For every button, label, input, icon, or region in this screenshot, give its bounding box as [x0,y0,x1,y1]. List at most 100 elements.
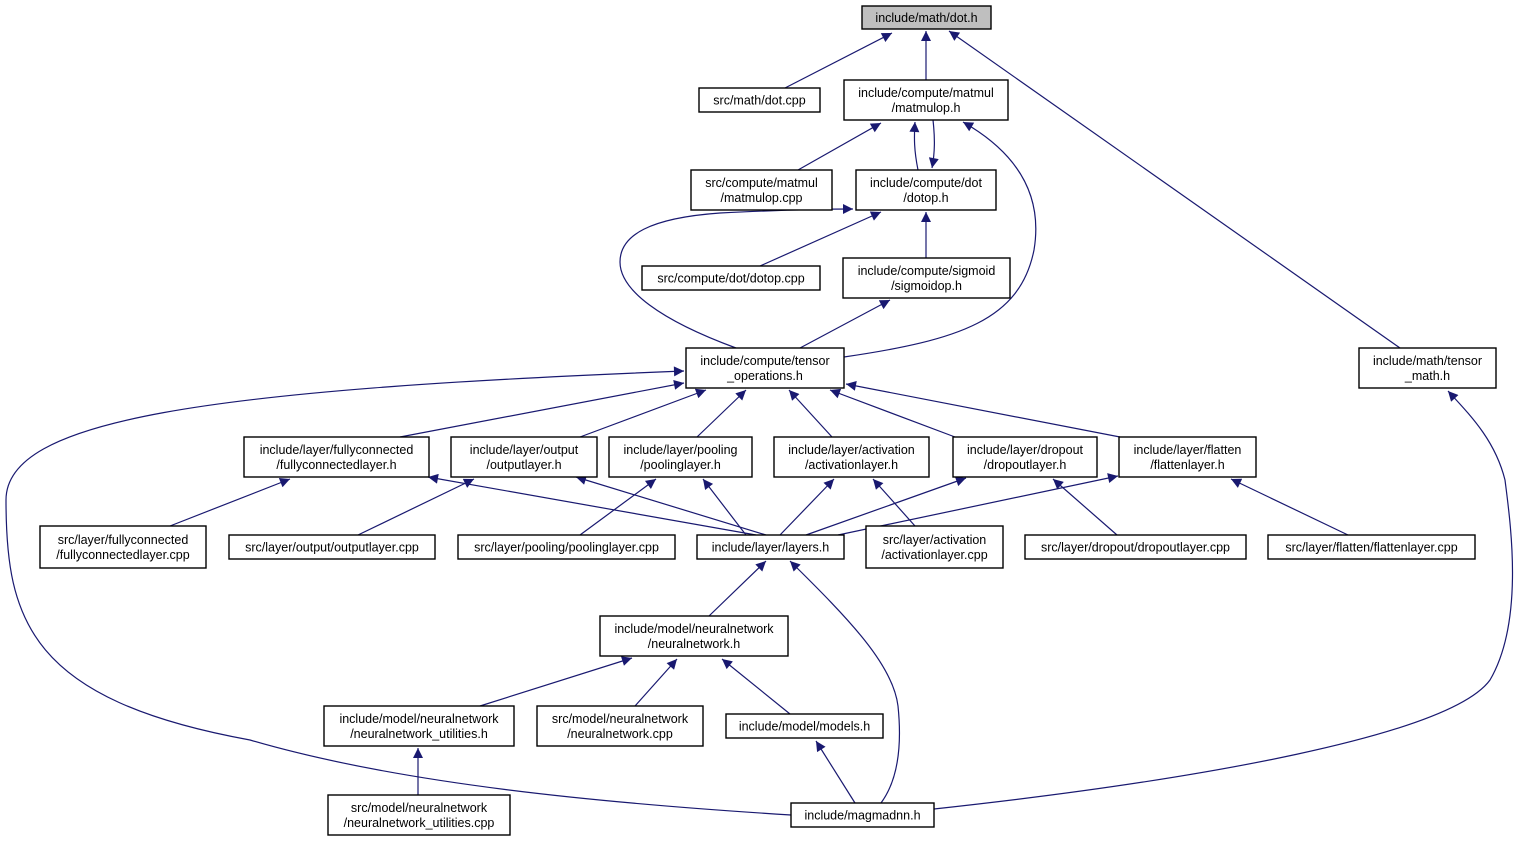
node-tensor-math-h[interactable]: include/math/tensor_math.h [1358,347,1497,389]
node-label-line: include/layer/fullyconnected [260,443,414,457]
node-tensor-ops-h[interactable]: include/compute/tensor_operations.h [685,347,845,389]
edge-line [789,560,900,804]
edge-line [805,476,967,536]
edge-line [708,560,767,617]
edge-line [1230,478,1349,536]
edge-tensor_ops_h-to-sigmoidop_h [799,299,891,349]
node-label-line: src/layer/pooling/poolinglayer.cpp [474,541,659,555]
edge-line [427,473,757,536]
node-models-h[interactable]: include/model/models.h [725,713,884,739]
edge-line [829,388,956,438]
node-label-line: include/layer/layers.h [712,541,829,555]
node-label-line: include/layer/dropout [967,443,1084,457]
node-label-line: include/model/neuralnetwork [339,712,499,726]
edge-models_h-to-nn_h [721,658,791,715]
node-label-line: /flattenlayer.h [1150,458,1224,472]
node-dropout-h[interactable]: include/layer/dropout/dropoutlayer.h [952,436,1098,478]
edge-line [575,475,767,536]
file-nodes: include/math/dot.h src/math/dot.cpp includ… [39,5,1497,836]
edge-dotop_h-to-matmulop_h [909,121,920,171]
node-flatten-h[interactable]: include/layer/flatten/flattenlayer.h [1118,436,1257,478]
node-label-line: include/model/neuralnetwork [614,622,774,636]
edge-line [779,478,835,536]
edge-dropout_cpp-to-dropout_h [1052,478,1118,536]
edge-line [169,477,291,527]
edge-line [933,390,1514,810]
edge-line [784,32,893,89]
node-box [1267,534,1476,560]
edge-line [799,299,891,349]
node-box [1358,347,1497,389]
node-matmulop-h[interactable]: include/compute/matmul/matmulop.h [843,79,1009,121]
node-fc-cpp[interactable]: src/layer/fullyconnected/fullyconnectedl… [39,525,207,569]
edge-nn_cpp-to-nn_h [634,658,678,707]
node-sigmoidop-h[interactable]: include/compute/sigmoid/sigmoidop.h [842,257,1011,299]
node-box [698,87,821,113]
node-dropout-cpp[interactable]: src/layer/dropout/dropoutlayer.cpp [1024,534,1247,560]
node-pooling-cpp[interactable]: src/layer/pooling/poolinglayer.cpp [457,534,676,560]
edge-line [843,121,1037,358]
node-label-line: /dropoutlayer.h [984,458,1067,472]
node-box [861,5,992,30]
node-box [323,705,515,747]
edge-layers_h-to-activation_h [779,478,835,536]
edge-line [479,656,633,707]
edge-line [579,388,707,438]
node-label-line: include/layer/pooling [624,443,738,457]
node-box [536,705,704,747]
edge-line [5,366,792,816]
node-box [450,436,598,478]
node-output-h[interactable]: include/layer/output/outputlayer.h [450,436,598,478]
edge-flatten_cpp-to-flatten_h [1230,478,1349,536]
node-pooling-h[interactable]: include/layer/pooling/poolinglayer.h [608,436,753,478]
edge-pooling_h-to-tensor_ops_h [696,389,747,438]
node-box [725,713,884,739]
node-activation-cpp[interactable]: src/layer/activation/activationlayer.cpp [865,525,1004,569]
node-label-line: src/layer/fullyconnected [58,533,189,547]
node-label-line: include/compute/matmul [858,86,993,100]
node-flatten-cpp[interactable]: src/layer/flatten/flattenlayer.cpp [1267,534,1476,560]
node-nn-h[interactable]: include/model/neuralnetwork/neuralnetwor… [599,615,789,657]
node-label-line: /activationlayer.h [805,458,898,472]
node-label-line: /fullyconnectedlayer.cpp [56,548,189,562]
node-dot-cpp[interactable]: src/math/dot.cpp [698,87,821,113]
edge-nn_util_h-to-nn_h [479,656,633,707]
edge-layers_h-to-dropout_h [805,476,967,536]
edge-dropout_h-to-tensor_ops_h [829,388,956,438]
node-dotop-h[interactable]: include/compute/dot/dotop.h [855,169,997,211]
node-dot-h: include/math/dot.h [861,5,992,30]
edge-layers_h-to-output_h [575,475,767,536]
node-layers-h[interactable]: include/layer/layers.h [696,534,845,560]
node-label-line: /poolinglayer.h [640,458,721,472]
node-magmadnn-h[interactable]: include/magmadnn.h [790,802,935,828]
node-label-line: /neuralnetwork_utilities.cpp [344,816,495,830]
node-label-line: include/compute/dot [870,176,982,190]
node-nn-util-h[interactable]: include/model/neuralnetwork/neuralnetwor… [323,705,515,747]
node-dotop-cpp[interactable]: src/compute/dot/dotop.cpp [641,265,821,291]
node-matmulop-cpp[interactable]: src/compute/matmul/matmulop.cpp [690,169,833,211]
node-nn-util-cpp[interactable]: src/model/neuralnetwork/neuralnetwork_ut… [327,794,511,836]
edge-activation_h-to-tensor_ops_h [788,389,833,438]
node-output-cpp[interactable]: src/layer/output/outputlayer.cpp [228,534,436,560]
edge-tensor_math_h-to-dot_h [948,30,1401,349]
edge-fc_h-to-tensor_ops_h [399,379,685,438]
edge-line [579,478,657,536]
node-box [457,534,676,560]
node-label-line: include/layer/output [470,443,579,457]
node-label-line: src/layer/dropout/dropoutlayer.cpp [1041,541,1230,555]
node-label-line: src/model/neuralnetwork [351,801,488,815]
node-fc-h[interactable]: include/layer/fullyconnected/fullyconnec… [243,436,430,478]
node-nn-cpp[interactable]: src/model/neuralnetwork/neuralnetwork.cp… [536,705,704,747]
node-label-line: src/model/neuralnetwork [552,712,689,726]
edge-nn_h-to-layers_h [708,560,767,617]
dependency-edges [5,30,1514,816]
node-label-line: /neuralnetwork.cpp [567,727,673,741]
edge-matmulop_h-to-dotop_h [928,119,939,169]
edge-output_cpp-to-output_h [357,478,475,536]
edge-activation_cpp-to-activation_h [872,478,916,527]
node-activation-h[interactable]: include/layer/activation/activationlayer… [773,436,930,478]
node-label-line: /outputlayer.h [486,458,561,472]
edge-pooling_cpp-to-pooling_h [579,478,657,536]
node-label-line: /fullyconnectedlayer.h [276,458,396,472]
